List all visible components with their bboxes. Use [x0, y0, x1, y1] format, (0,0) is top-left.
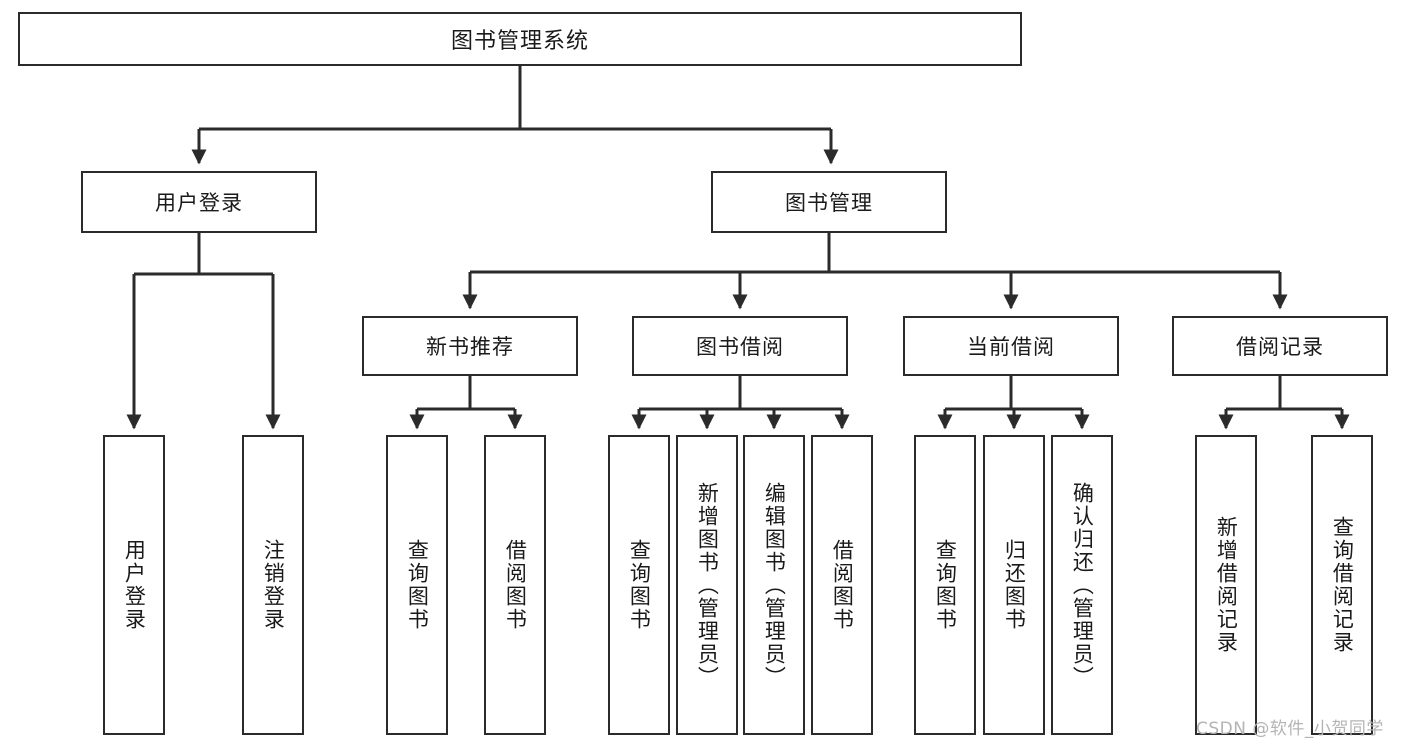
node-label: 编辑图书（管理员）	[762, 481, 787, 689]
node-leaf-confirm-return-admin[interactable]: 确认归还（管理员）	[1051, 435, 1113, 735]
node-leaf-return-book[interactable]: 归还图书	[983, 435, 1045, 735]
csdn-watermark: CSDN @软件_小贺同学	[1196, 719, 1384, 739]
node-current-borrow[interactable]: 当前借阅	[903, 316, 1119, 376]
node-label: 图书借阅	[696, 335, 784, 359]
node-label: 图书管理	[785, 191, 873, 215]
node-user-login[interactable]: 用户登录	[81, 171, 317, 233]
node-leaf-add-borrow-record[interactable]: 新增借阅记录	[1195, 435, 1257, 735]
node-book-manage[interactable]: 图书管理	[711, 171, 947, 233]
node-root[interactable]: 图书管理系统	[18, 12, 1022, 66]
node-leaf-borrow-book[interactable]: 借阅图书	[811, 435, 873, 735]
node-label: 图书管理系统	[450, 29, 589, 54]
node-label: 查询图书	[405, 539, 430, 631]
node-label: 查询借阅记录	[1330, 516, 1355, 654]
node-label: 查询图书	[933, 539, 958, 631]
node-label: 当前借阅	[967, 335, 1055, 359]
node-leaf-add-book-admin[interactable]: 新增图书（管理员）	[676, 435, 738, 735]
node-label: 新书推荐	[426, 335, 514, 359]
node-label: 查询图书	[627, 539, 652, 631]
node-leaf-user-login[interactable]: 用户登录	[103, 435, 165, 735]
node-leaf-query-book-recommend[interactable]: 查询图书	[386, 435, 448, 735]
node-leaf-logout-login[interactable]: 注销登录	[242, 435, 304, 735]
node-label: 新增借阅记录	[1214, 516, 1239, 654]
node-label: 借阅记录	[1236, 335, 1324, 359]
node-leaf-borrow-book-recommend[interactable]: 借阅图书	[484, 435, 546, 735]
node-label: 归还图书	[1002, 539, 1027, 631]
node-label: 借阅图书	[503, 539, 528, 631]
node-label: 用户登录	[122, 539, 147, 631]
node-label: 注销登录	[261, 539, 286, 631]
node-leaf-query-borrow-record[interactable]: 查询借阅记录	[1311, 435, 1373, 735]
node-book-borrow[interactable]: 图书借阅	[632, 316, 848, 376]
node-new-book-recommend[interactable]: 新书推荐	[362, 316, 578, 376]
node-label: 新增图书（管理员）	[695, 481, 720, 689]
node-label: 借阅图书	[830, 539, 855, 631]
node-label: 确认归还（管理员）	[1070, 481, 1095, 689]
node-borrow-record[interactable]: 借阅记录	[1172, 316, 1388, 376]
node-leaf-edit-book-admin[interactable]: 编辑图书（管理员）	[743, 435, 805, 735]
node-leaf-query-book-current[interactable]: 查询图书	[914, 435, 976, 735]
node-label: 用户登录	[155, 191, 243, 215]
node-leaf-query-book-borrow[interactable]: 查询图书	[608, 435, 670, 735]
